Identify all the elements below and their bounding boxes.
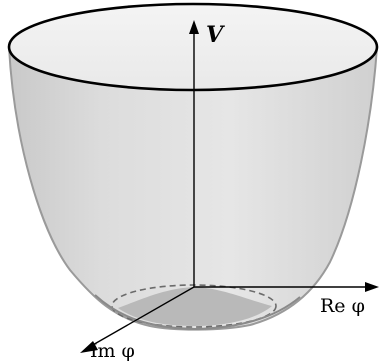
vertical-axis-label: V [206,22,225,48]
real-axis-arrowhead [365,282,379,292]
imag-axis-label: Im φ [90,340,135,362]
real-axis-label: Re φ [320,295,365,317]
